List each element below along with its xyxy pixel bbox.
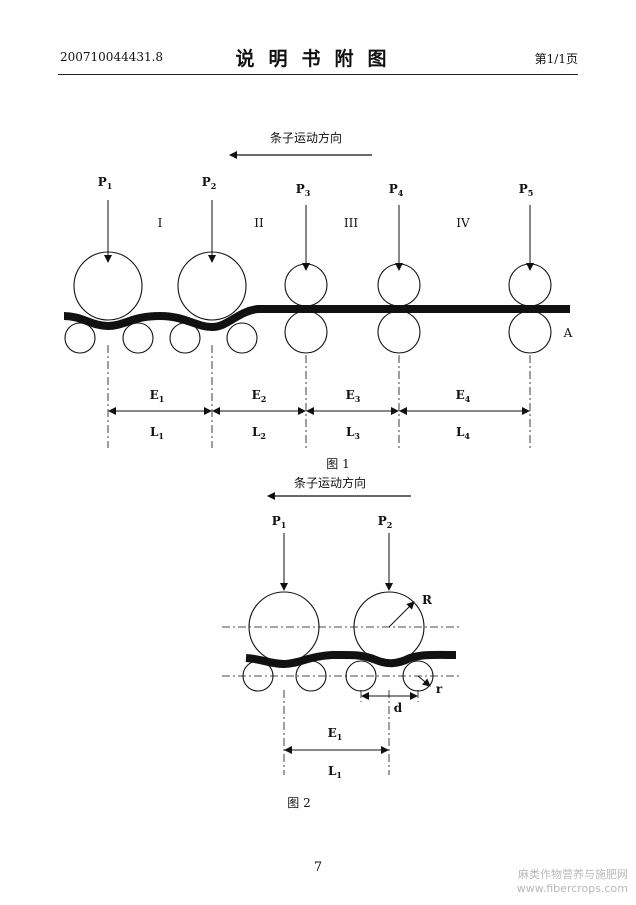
fig2-bottom-roller bbox=[402, 660, 434, 692]
fig1-zone-label: II bbox=[254, 216, 264, 230]
fig1-side-label: A bbox=[563, 326, 573, 340]
watermark-line: 麻类作物营养与施肥网 bbox=[518, 868, 628, 881]
fig1-top-roller bbox=[73, 251, 143, 321]
fig2-small-radius-label: r bbox=[436, 682, 443, 696]
fig1-zone-label: I bbox=[158, 216, 163, 230]
fig1-bottom-roller bbox=[122, 322, 154, 354]
header-rule bbox=[58, 74, 578, 75]
watermark-line: www.fibercrops.com bbox=[516, 882, 628, 895]
fig2-direction-label: 条子运动方向 bbox=[294, 475, 366, 490]
fig2-bottom-roller bbox=[345, 660, 377, 692]
page-number: 7 bbox=[313, 860, 323, 875]
fig1-e-label: E2 bbox=[252, 388, 267, 404]
fig1-zone-label: IV bbox=[456, 216, 470, 230]
fig1-e-label: E4 bbox=[456, 388, 471, 404]
fig1-l-label: L3 bbox=[346, 425, 360, 441]
figure-2: 条子运动方向 P1 P2 R r d bbox=[222, 475, 462, 810]
fig1-top-roller bbox=[508, 263, 552, 307]
fig2-radius-label: R bbox=[422, 593, 433, 607]
fig1-pressure-label: P5 bbox=[519, 182, 534, 198]
fig1-bottom-roller bbox=[284, 310, 328, 354]
fig2-centerlines bbox=[222, 626, 462, 775]
page-indicator: 第1/1页 bbox=[534, 52, 578, 66]
fig1-top-roller bbox=[284, 263, 328, 307]
fig1-e-label: E1 bbox=[150, 388, 165, 404]
application-number: 200710044431.8 bbox=[60, 50, 164, 64]
fig1-e-label: E3 bbox=[346, 388, 361, 404]
fig1-top-roller bbox=[377, 263, 421, 307]
fig1-top-roller bbox=[177, 251, 247, 321]
fig2-small-radius-arrow bbox=[417, 675, 431, 687]
fig1-l-label: L2 bbox=[252, 425, 266, 441]
fig2-l-label: L1 bbox=[328, 764, 342, 780]
fig2-caption: 图 2 bbox=[287, 796, 310, 810]
fig1-pressure-label: P2 bbox=[202, 175, 217, 191]
fig2-pressure-label: P2 bbox=[378, 514, 393, 530]
fig1-bottom-roller bbox=[508, 310, 552, 354]
watermark: 麻类作物营养与施肥网 www.fibercrops.com bbox=[517, 868, 628, 896]
fig1-l-label: L4 bbox=[456, 425, 470, 441]
fig1-pressure-label: P1 bbox=[98, 175, 113, 191]
fig2-spacing-label: d bbox=[394, 701, 403, 715]
fig2-pressure-label: P1 bbox=[272, 514, 287, 530]
fig1-bottom-roller bbox=[64, 322, 96, 354]
fig2-sliver bbox=[245, 650, 457, 669]
fig2-radius-arrow bbox=[388, 601, 415, 628]
fig1-caption: 图 1 bbox=[326, 457, 349, 471]
fig1-sliver bbox=[63, 305, 570, 332]
fig1-centerlines bbox=[107, 345, 531, 448]
fig1-bottom-roller bbox=[377, 310, 421, 354]
figure-1: 条子运动方向 P1 P2 P3 P4 P5 I II III IV bbox=[63, 130, 573, 471]
page-title: 说明书附图 bbox=[235, 48, 401, 70]
fig1-bottom-roller bbox=[226, 322, 258, 354]
fig1-zone-label: III bbox=[344, 216, 358, 230]
fig1-pressure-label: P4 bbox=[389, 182, 404, 198]
fig1-direction-label: 条子运动方向 bbox=[270, 130, 342, 145]
fig2-e-label: E1 bbox=[328, 726, 343, 742]
fig1-pressure-label: P3 bbox=[296, 182, 311, 198]
fig1-l-label: L1 bbox=[150, 425, 164, 441]
